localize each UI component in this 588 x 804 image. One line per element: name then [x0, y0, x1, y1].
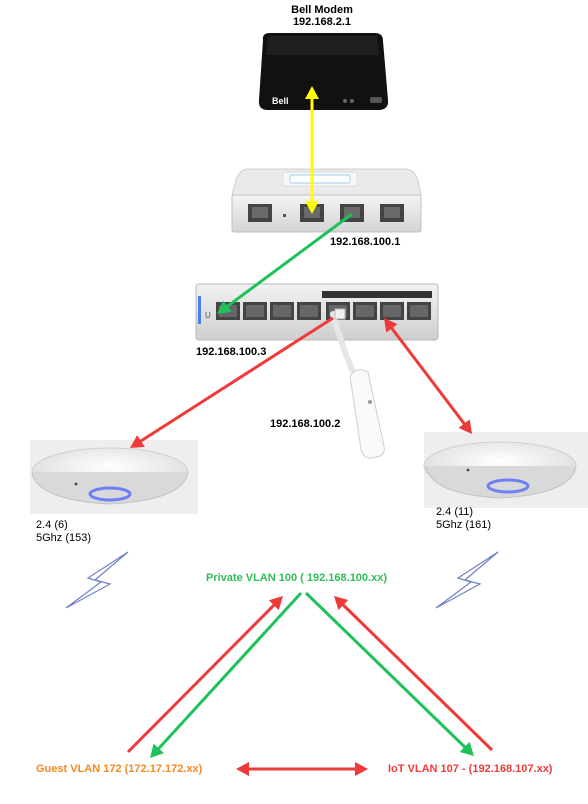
security-gateway-icon — [231, 168, 422, 233]
modem-name-label: Bell Modem — [291, 4, 353, 16]
switch-ip-label: 192.168.100.3 — [196, 346, 267, 358]
modem-ip-label: 192.168.2.1 — [292, 16, 352, 28]
link-modem-gateway — [305, 86, 319, 214]
link-iot-to-private — [334, 596, 494, 752]
wireless-signal-left-icon — [65, 551, 129, 609]
poe-adapter-ip-label: 192.168.100.2 — [270, 418, 341, 430]
poe-adapter-icon — [330, 308, 385, 459]
ap-right-5ghz-label: 5Ghz (161) — [436, 519, 492, 531]
link-switch-ap-left — [130, 316, 334, 448]
link-gateway-switch — [217, 212, 353, 314]
iot-vlan-label: IoT VLAN 107 - (192.168.107.xx) — [388, 763, 553, 775]
link-guest-to-private — [126, 596, 283, 754]
access-point-left-icon — [30, 440, 198, 514]
ap-left-5ghz-label: 5Ghz (153) — [36, 532, 92, 544]
svg-text:U: U — [205, 311, 211, 320]
link-guest-iot — [236, 762, 368, 776]
link-switch-ap-right — [384, 318, 472, 434]
modem-brand-text: Bell — [272, 96, 289, 106]
poe-switch-icon: U — [195, 283, 439, 341]
private-vlan-label: Private VLAN 100 ( 192.168.100.xx) — [206, 572, 388, 584]
ap-left-24ghz-label: 2.4 (6) — [36, 519, 68, 531]
wireless-signal-right-icon — [435, 551, 499, 609]
guest-vlan-label: Guest VLAN 172 (172.17.172.xx) — [36, 763, 203, 775]
link-private-to-guest — [150, 591, 303, 758]
link-private-to-iot — [304, 591, 474, 756]
ap-right-24ghz-label: 2.4 (11) — [436, 506, 474, 518]
gateway-ip-label: 192.168.100.1 — [330, 236, 401, 248]
bell-modem-icon — [258, 33, 389, 110]
access-point-right-icon — [423, 432, 588, 508]
